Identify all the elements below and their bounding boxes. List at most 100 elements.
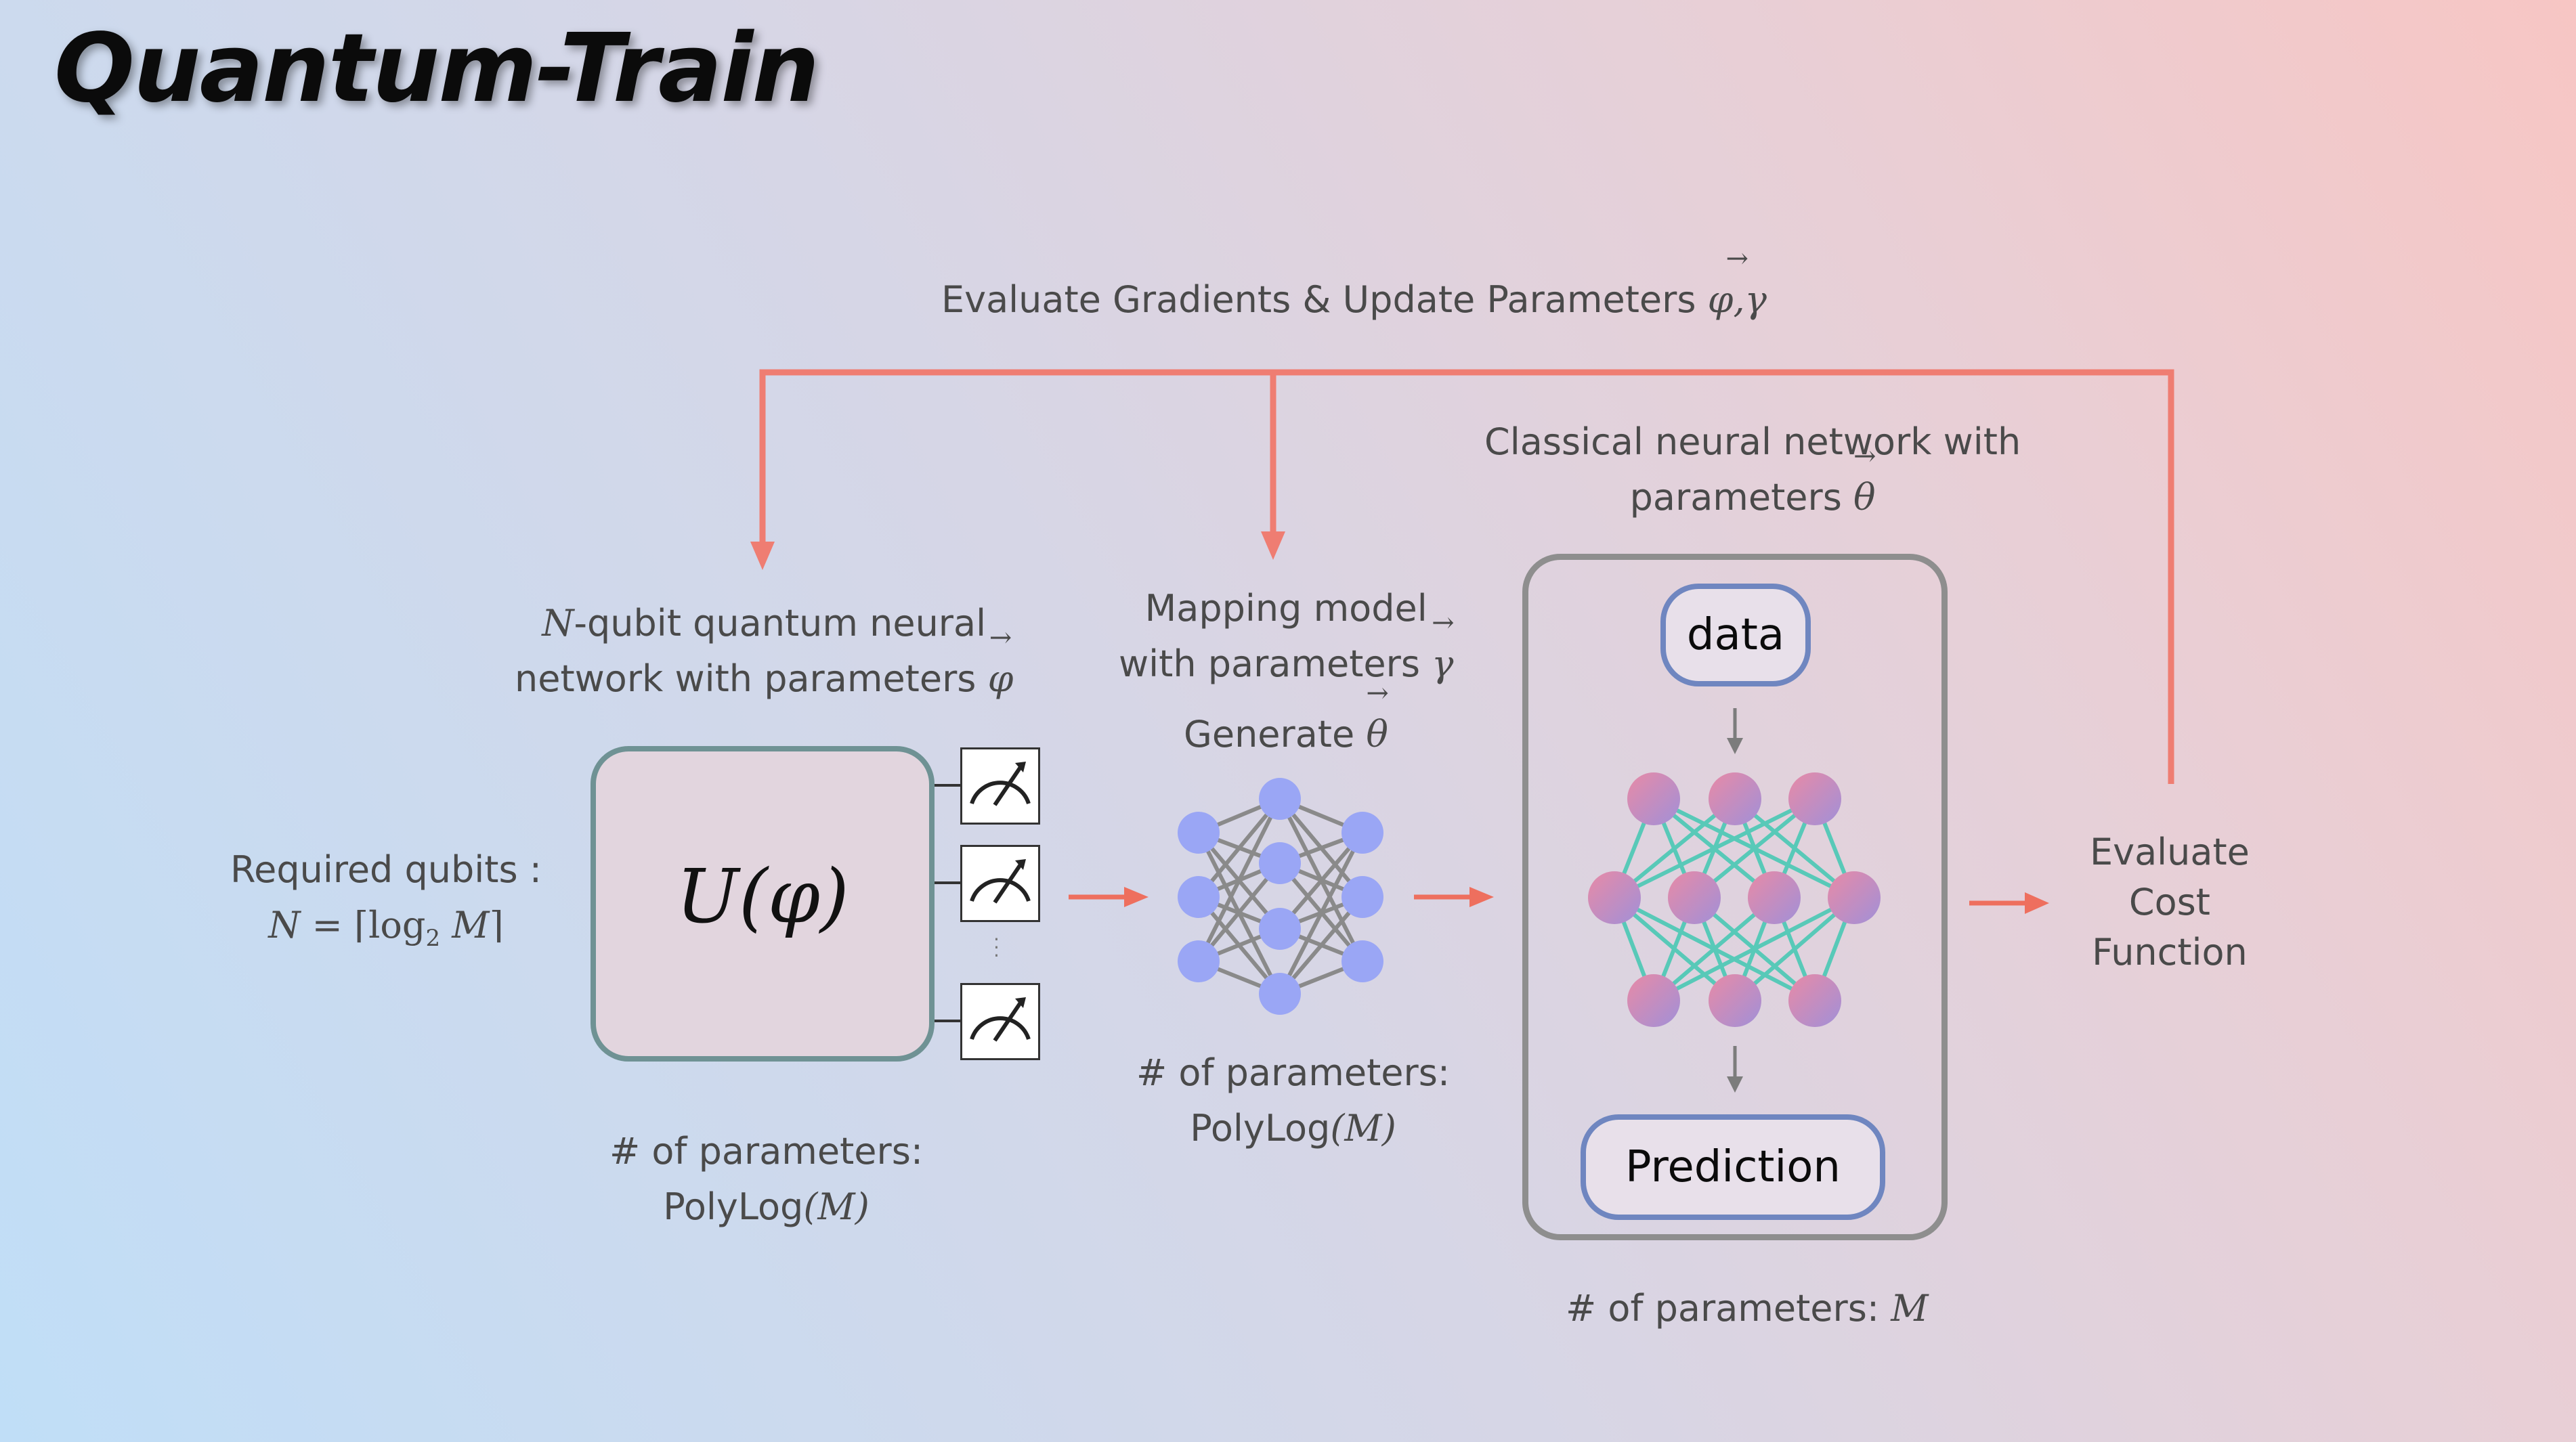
measurement-meter-icon	[960, 747, 1040, 825]
arrow-right-icon	[1969, 892, 2049, 914]
mapping-node	[1259, 973, 1301, 1015]
data-label: data	[1686, 610, 1785, 660]
mapping-caption-param: γ→	[1432, 607, 1455, 685]
diagram-title: Quantum-Train	[54, 14, 819, 124]
mapping-caption: Mapping model with parameters γ→	[1119, 581, 1455, 692]
vector-arrow-icon: →	[1853, 441, 1876, 472]
classical-caption: Classical neural network with parameters…	[1484, 414, 2021, 525]
vector-arrow-icon: →	[1366, 678, 1389, 709]
arrow-down-icon	[1727, 708, 1743, 754]
mapping-network-graph	[1178, 778, 1383, 1015]
classical-node	[1788, 772, 1841, 825]
classical-node	[1709, 974, 1761, 1027]
mapping-node	[1178, 940, 1220, 982]
classical-params-text: # of parameters:	[1566, 1287, 1880, 1330]
mapping-node	[1341, 940, 1383, 982]
evaluate-line1: Evaluate	[2090, 831, 2250, 873]
feedback-arrowhead-qnn	[750, 542, 775, 570]
mapping-node	[1259, 908, 1301, 950]
qnn-params-polylog: PolyLog	[663, 1185, 804, 1228]
feedback-arrowhead-mapping	[1261, 531, 1285, 560]
feedback-label-text: Evaluate Gradients & Update Parameters	[941, 278, 1696, 321]
classical-caption-line1: Classical neural network with	[1484, 420, 2021, 463]
vector-arrow-icon: →	[1432, 607, 1455, 638]
classical-node	[1748, 871, 1801, 924]
classical-node	[1709, 772, 1761, 825]
formula-n: N	[268, 904, 301, 946]
qnn-params-line1: # of parameters:	[609, 1130, 924, 1173]
qubit-wires	[935, 784, 960, 1022]
mapping-params-arg: (M)	[1330, 1107, 1396, 1150]
classical-edge	[1652, 896, 1776, 1003]
classical-params-label: # of parameters: M	[1566, 1281, 1929, 1336]
mapping-edge	[1278, 831, 1365, 995]
mapping-params-line1: # of parameters:	[1136, 1051, 1451, 1094]
mapping-edge	[1278, 896, 1365, 995]
evaluate-cost-label: Evaluate Cost Function	[2090, 827, 2250, 978]
measurement-meter-icon	[960, 845, 1040, 922]
formula-m: M	[440, 904, 490, 946]
arrow-right-icon	[1414, 887, 1494, 907]
generate-param: θ→	[1366, 678, 1389, 756]
mapping-edge	[1278, 831, 1365, 930]
classical-caption-line2: parameters	[1629, 476, 1842, 519]
required-qubits-label: Required qubits : N = ⌈log2 M⌉	[230, 842, 542, 966]
qnn-caption-param: φ→	[987, 622, 1014, 700]
vector-arrow-icon: →	[989, 622, 1012, 653]
mapping-node	[1178, 876, 1220, 918]
classical-node	[1828, 871, 1881, 924]
qnn-caption-line2: network with parameters	[515, 657, 976, 700]
mapping-edge	[1197, 798, 1282, 898]
feedback-loop	[759, 369, 2174, 784]
classical-edge	[1652, 896, 1855, 1003]
data-pill: data	[1660, 584, 1811, 686]
generate-text: Generate	[1184, 713, 1355, 756]
mapping-node	[1259, 778, 1301, 820]
mapping-params-polylog: PolyLog	[1190, 1107, 1331, 1150]
classical-node	[1627, 772, 1680, 825]
qnn-params-label: # of parameters: PolyLog(M)	[609, 1124, 923, 1235]
classical-network-graph	[1588, 772, 1881, 1027]
mapping-edge	[1197, 798, 1282, 963]
classical-params-arg: M	[1891, 1287, 1929, 1330]
formula-sub: 2	[425, 924, 441, 952]
classical-edge	[1613, 797, 1816, 900]
classical-node	[1627, 974, 1680, 1027]
arrow-right-icon	[1069, 887, 1149, 907]
feedback-label-params: φ,γ→	[1707, 243, 1767, 321]
classical-node	[1588, 871, 1641, 924]
unitary-label: U(φ)	[676, 853, 849, 940]
feedback-label: Evaluate Gradients & Update Parameters φ…	[941, 243, 1767, 328]
arrow-down-icon	[1727, 1046, 1743, 1093]
qnn-caption-n: N	[542, 602, 574, 644]
mapping-node	[1341, 812, 1383, 854]
qnn-caption-line1: -qubit quantum neural	[574, 602, 987, 644]
measurement-meter-icon	[960, 983, 1040, 1060]
vector-arrow-icon: →	[1725, 243, 1749, 274]
qnn-caption: N-qubit quantum neural network with para…	[515, 596, 1013, 707]
required-qubits-title: Required qubits :	[230, 848, 542, 891]
required-qubits-formula: N = ⌈log2 M⌉	[230, 898, 542, 966]
mapping-caption-line2: with parameters	[1119, 642, 1420, 685]
vertical-ellipsis-icon: ···	[993, 928, 1000, 967]
generate-label: Generate θ→	[1184, 678, 1389, 762]
classical-network-box	[1522, 554, 1948, 1240]
quantum-circuit-box: U(φ)	[591, 746, 935, 1062]
classical-node	[1668, 871, 1721, 924]
prediction-pill: Prediction	[1581, 1114, 1885, 1220]
qnn-params-arg: (M)	[803, 1185, 870, 1228]
mapping-node	[1178, 812, 1220, 854]
mapping-node	[1259, 842, 1301, 884]
mapping-node	[1341, 876, 1383, 918]
formula-log: = ⌈log	[300, 904, 426, 946]
classical-caption-param: θ→	[1853, 441, 1876, 519]
evaluate-line2: Cost	[2128, 881, 2210, 923]
mapping-params-label: # of parameters: PolyLog(M)	[1136, 1045, 1450, 1156]
classical-node	[1788, 974, 1841, 1027]
formula-close: ⌉	[489, 904, 504, 946]
prediction-label: Prediction	[1625, 1142, 1841, 1192]
evaluate-line3: Function	[2092, 931, 2248, 974]
mapping-caption-line1: Mapping model	[1144, 587, 1427, 630]
